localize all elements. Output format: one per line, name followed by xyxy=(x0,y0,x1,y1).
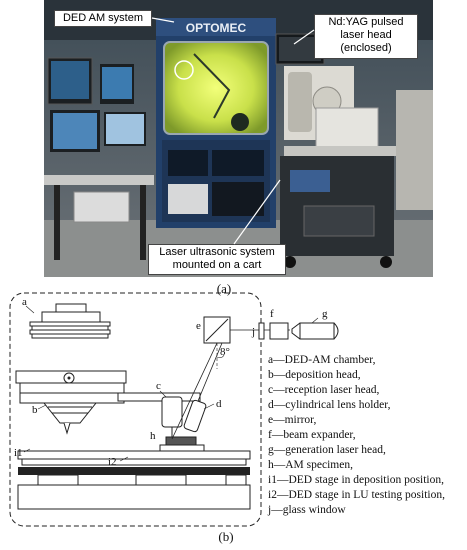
label-d: d xyxy=(216,398,222,410)
legend-item-b: b—deposition head, xyxy=(268,369,361,381)
label-f: f xyxy=(270,308,274,320)
label-j: j xyxy=(251,326,255,338)
legend-item-a: a—DED-AM chamber, xyxy=(268,354,376,366)
legend-item-g: g—generation laser head, xyxy=(268,444,386,456)
legend-item-f: f—beam expander, xyxy=(268,429,356,441)
legend: a—DED-AM chamber, b—deposition head, c—r… xyxy=(267,354,445,516)
callout-ded-am-system: DED AM system xyxy=(54,10,152,27)
callout-ultrasonic-line1: Laser ultrasonic system xyxy=(159,246,275,258)
legend-item-c: c—reception laser head, xyxy=(268,384,380,396)
callout-laser-head-line3: (enclosed) xyxy=(340,42,392,54)
legend-item-i2: i2—DED stage in LU testing position, xyxy=(268,489,445,501)
callout-leaders xyxy=(151,17,315,245)
label-a: a xyxy=(22,296,27,308)
legend-item-i1: i1—DED stage in deposition position, xyxy=(268,474,444,486)
schematic-diagram: a b c d e 8° f g h i1 i2 j a—DED-AM cham… xyxy=(0,289,467,529)
label-b: b xyxy=(32,404,38,416)
angle-label: 8° xyxy=(220,346,230,358)
callout-laser-head-line1: Nd:YAG pulsed xyxy=(328,16,404,28)
label-h: h xyxy=(150,430,156,442)
chamber-outline xyxy=(9,292,262,527)
callout-ultrasonic-line2: mounted on a cart xyxy=(172,259,262,271)
callout-ultrasonic-system: Laser ultrasonic system mounted on a car… xyxy=(148,244,286,275)
legend-item-e: e—mirror, xyxy=(268,414,317,426)
label-g: g xyxy=(322,308,328,320)
label-i2: i2 xyxy=(108,456,117,468)
brand-label: OPTOMEC xyxy=(186,21,247,35)
lab-setup-photo: OPTOMEC DED AM system Nd:YAG pulsed lase… xyxy=(44,0,433,277)
legend-item-h: h—AM specimen, xyxy=(268,459,353,471)
label-i1: i1 xyxy=(14,447,23,459)
figure-b-caption: (b) xyxy=(218,529,234,544)
label-e: e xyxy=(196,320,201,332)
figure-a-caption: (a) xyxy=(216,281,232,296)
label-c: c xyxy=(156,380,161,392)
callout-laser-head-line2: laser head xyxy=(340,29,392,41)
schematic-svg: a b c d e 8° f g h i1 i2 j a—DED-AM cham… xyxy=(9,292,445,527)
legend-item-d: d—cylindrical lens holder, xyxy=(268,399,391,411)
legend-item-j: j—glass window xyxy=(267,504,346,516)
callout-laser-head: Nd:YAG pulsed laser head (enclosed) xyxy=(314,14,418,59)
